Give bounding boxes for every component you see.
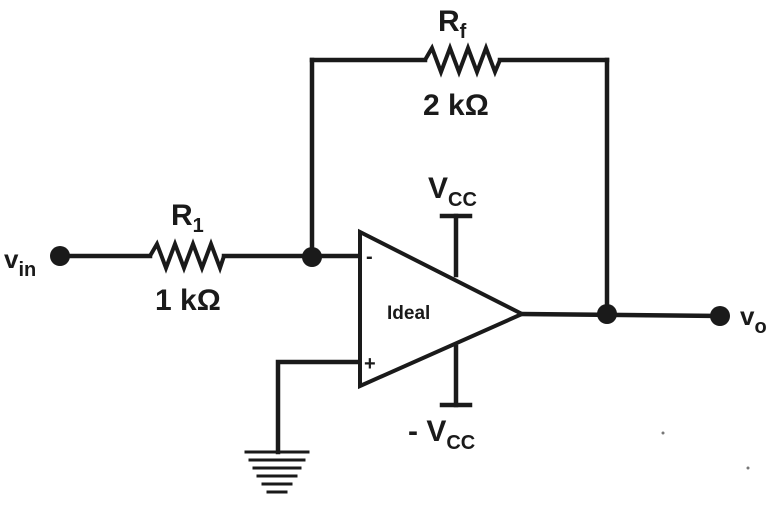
wire-output [519,311,723,319]
resistor-r1-name: R1 [171,199,204,237]
opamp-inverting-pin: - [366,246,373,268]
resistor-r1-value: 1 kΩ [155,284,221,317]
scan-speck [746,466,750,470]
output-terminal-label: vo [740,301,767,338]
supply-negative-label: - VCC [408,415,475,454]
resistor-rf-name: Rf [438,5,467,43]
scan-speck [661,431,665,435]
output-terminal-dot [710,306,730,326]
output-junction-dot [597,304,617,324]
opamp-triangle [358,228,527,390]
wire-plus-ground [275,359,363,455]
resistor-rf-symbol [423,42,502,78]
inverting-junction-dot [302,247,322,267]
input-terminal-label: vin [4,244,36,281]
supply-positive-label: VCC [428,172,477,211]
opamp-noninverting-pin: + [364,353,376,375]
resistor-r1-symbol [148,238,226,274]
input-terminal-dot [50,246,70,266]
opamp-label: Ideal [387,303,430,324]
wires [59,57,723,455]
resistor-rf-value: 2 kΩ [423,89,489,122]
ground-symbol [244,450,310,494]
